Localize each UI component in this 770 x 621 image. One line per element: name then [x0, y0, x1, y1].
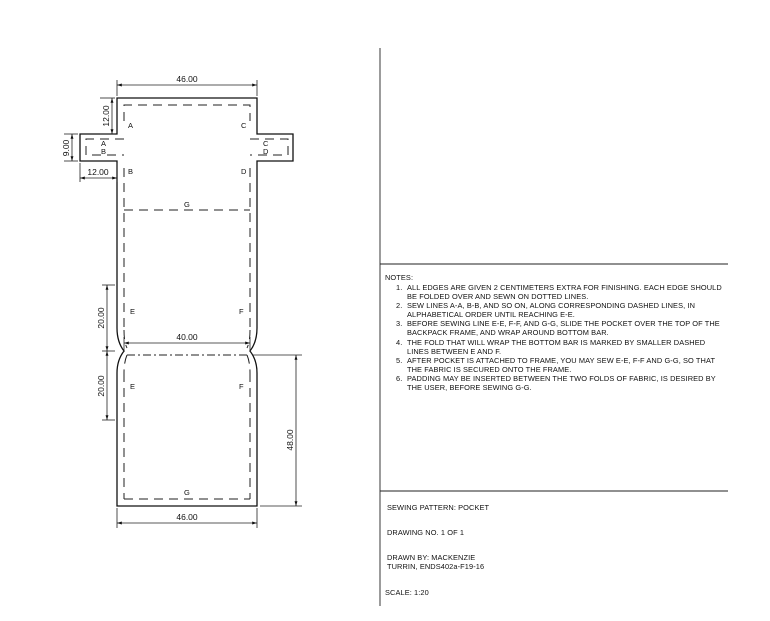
- drawing-number: DRAWING NO. 1 OF 1: [387, 528, 465, 537]
- note-item: 2. SEW LINES A-A, B-B, AND SO ON, ALONG C…: [385, 301, 725, 319]
- dim-tab-width: 12.00: [87, 167, 109, 177]
- label-e-lower: E: [130, 382, 135, 391]
- note-text: THE FOLD THAT WILL WRAP THE BOTTOM BAR I…: [407, 337, 706, 356]
- label-f-upper: F: [239, 307, 244, 316]
- label-a-tab: A: [101, 139, 106, 148]
- sewing-lines: [85, 104, 289, 500]
- note-item: 1. ALL EDGES ARE GIVEN 2 CENTIMETERS EXTR…: [385, 283, 725, 301]
- note-text: ALL EDGES ARE GIVEN 2 CENTIMETERS EXTRA …: [407, 283, 722, 302]
- note-number: 6.: [396, 373, 403, 383]
- dim-top-height: 12.00: [101, 105, 111, 127]
- label-a-top: A: [128, 121, 133, 130]
- drawing-title: SEWING PATTERN: POCKET: [387, 503, 490, 512]
- dim-top-width: 46.00: [176, 74, 198, 84]
- note-number: 3.: [396, 319, 403, 329]
- note-text: AFTER POCKET IS ATTACHED TO FRAME, YOU M…: [407, 355, 715, 374]
- note-number: 4.: [396, 337, 403, 347]
- note-item: 6. PADDING MAY BE INSERTED BETWEEN THE TW…: [385, 374, 725, 392]
- note-item: 4. THE FOLD THAT WILL WRAP THE BOTTOM BAR…: [385, 338, 725, 356]
- note-item: 5. AFTER POCKET IS ATTACHED TO FRAME, YOU…: [385, 356, 725, 374]
- label-g-top: G: [184, 200, 190, 209]
- note-text: PADDING MAY BE INSERTED BETWEEN THE TWO …: [407, 373, 716, 393]
- note-number: 2.: [396, 301, 403, 311]
- label-g-bottom: G: [184, 488, 190, 497]
- dim-tab-height: 9.00: [61, 139, 71, 156]
- panel-borders: [379, 48, 728, 606]
- note-number: 1.: [396, 283, 403, 292]
- pattern-outline: [79, 97, 294, 507]
- label-d-tab: D: [263, 147, 269, 156]
- label-e-upper: E: [130, 307, 135, 316]
- label-d-side: D: [241, 167, 247, 176]
- notes-heading: NOTES:: [385, 273, 414, 282]
- dim-upper-taper: 20.00: [96, 307, 106, 329]
- drawing-scale: SCALE: 1:20: [385, 588, 429, 597]
- dim-middle-width: 40.00: [176, 332, 198, 342]
- note-item: 3. BEFORE SEWING LINE E-E, F-F, AND G-G, …: [385, 319, 725, 337]
- drawn-by: DRAWN BY: MACKENZIE TURRIN, ENDS402a-F19…: [387, 553, 485, 572]
- label-b-tab: B: [101, 147, 106, 156]
- dim-bottom-width: 46.00: [176, 512, 198, 522]
- label-c-top: C: [241, 121, 247, 130]
- dimension-lines: [64, 80, 302, 528]
- note-text: SEW LINES A-A, B-B, AND SO ON, ALONG COR…: [407, 301, 696, 320]
- dimension-values: 46.00 12.00 9.00 12.00 40.00 20.00 20.00…: [61, 74, 295, 522]
- dim-bottom-height: 48.00: [285, 429, 295, 451]
- label-c-tab: C: [263, 139, 269, 148]
- label-b-side: B: [128, 167, 133, 176]
- notes-list: 1. ALL EDGES ARE GIVEN 2 CENTIMETERS EXTR…: [385, 283, 725, 392]
- label-f-lower: F: [239, 382, 244, 391]
- note-text: BEFORE SEWING LINE E-E, F-F, AND G-G, SL…: [407, 319, 720, 338]
- note-number: 5.: [396, 355, 403, 365]
- dim-lower-taper: 20.00: [96, 375, 106, 397]
- seam-labels: A C A B C D B D G E F E F G: [101, 121, 269, 497]
